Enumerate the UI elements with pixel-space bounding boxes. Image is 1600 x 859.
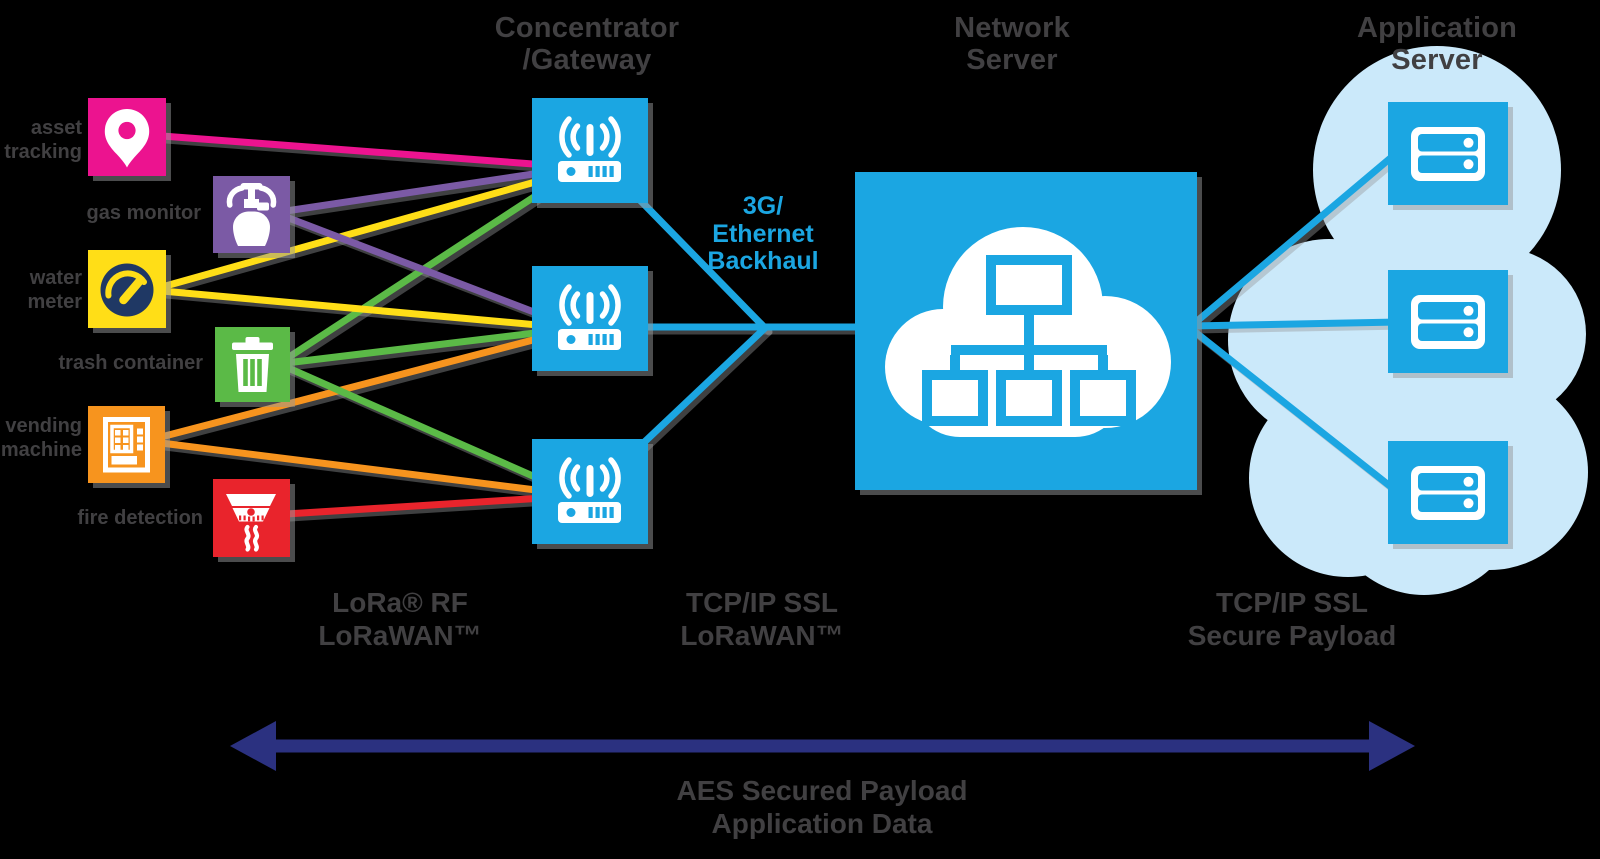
device-water-meter bbox=[88, 250, 166, 328]
backhaul-links bbox=[632, 192, 866, 454]
link-trash-container-gateway-2 bbox=[282, 326, 564, 367]
device-trash-container bbox=[215, 327, 290, 402]
device-asset-tracking bbox=[88, 98, 166, 176]
link-network-app-server-3 bbox=[1186, 324, 1404, 498]
fire-detection-label: fire detection bbox=[77, 507, 203, 529]
asset-tracking-label: asset tracking bbox=[4, 117, 82, 163]
gateway-title-line1: Concentrator bbox=[494, 12, 680, 44]
network-title-line2: Server bbox=[966, 44, 1058, 77]
secure-payload-links bbox=[1186, 146, 1404, 498]
device-fire-detection bbox=[213, 479, 290, 557]
arrow-right-head bbox=[1369, 721, 1415, 771]
application-server-column-title: Application Server bbox=[1287, 12, 1587, 77]
tcpip-lorawan-label: TCP/IP SSL LoRaWAN™ bbox=[680, 587, 844, 652]
app-server-3 bbox=[1388, 441, 1508, 544]
gateway-2 bbox=[532, 266, 648, 371]
lora-rf-label: LoRa® RF LoRaWAN™ bbox=[318, 587, 482, 652]
link-network-app-server-1 bbox=[1186, 146, 1404, 331]
gateway-3 bbox=[532, 439, 648, 544]
gateway-title-line2: /Gateway bbox=[522, 44, 652, 77]
application-title-line1: Application bbox=[1356, 12, 1518, 44]
wireless-router-icon bbox=[558, 116, 621, 182]
vending-machine-icon bbox=[103, 417, 150, 473]
link-fire-detection-gateway-3 bbox=[282, 493, 564, 518]
cloud-network-icon bbox=[885, 227, 1171, 437]
network-server-box bbox=[855, 172, 1197, 490]
location-pin-icon bbox=[104, 109, 150, 168]
network-server-column-title: Network Server bbox=[862, 12, 1162, 77]
wireless-router-icon bbox=[558, 457, 621, 523]
device-vending-machine bbox=[88, 406, 165, 483]
smoke-detector-icon bbox=[226, 494, 276, 552]
app-server-1 bbox=[1388, 102, 1508, 205]
link-gateway-3-junction bbox=[632, 324, 769, 454]
gateway-column-title: Concentrator /Gateway bbox=[437, 12, 737, 77]
aes-payload-arrow bbox=[230, 721, 1415, 771]
gauge-icon bbox=[100, 263, 154, 317]
arrow-left-head bbox=[230, 721, 276, 771]
application-title-line2: Server bbox=[1391, 44, 1483, 77]
wireless-router-icon bbox=[558, 284, 621, 350]
link-water-meter-gateway-1 bbox=[158, 171, 564, 291]
link-vending-machine-gateway-3 bbox=[157, 439, 564, 497]
link-gas-monitor-gateway-1 bbox=[282, 166, 564, 215]
server-rack-icon bbox=[1411, 466, 1485, 520]
vending-machine-label: vending machine bbox=[0, 415, 82, 461]
aes-payload-caption: AES Secured Payload Application Data bbox=[676, 775, 968, 840]
water-meter-label: water meter bbox=[27, 267, 82, 313]
app-server-2 bbox=[1388, 270, 1508, 373]
gas-tank-icon bbox=[226, 183, 277, 246]
trash-container-label: trash container bbox=[58, 352, 203, 374]
link-gas-monitor-gateway-2 bbox=[282, 213, 564, 326]
server-rack-icon bbox=[1411, 127, 1485, 181]
link-gateway-1-junction bbox=[632, 192, 769, 332]
tcpip-secure-payload-label: TCP/IP SSL Secure Payload bbox=[1187, 587, 1397, 652]
link-water-meter-gateway-2 bbox=[158, 287, 564, 331]
trash-can-icon bbox=[232, 337, 273, 392]
link-trash-container-gateway-3 bbox=[282, 363, 564, 492]
gas-monitor-label: gas monitor bbox=[86, 202, 201, 224]
link-vending-machine-gateway-2 bbox=[157, 329, 564, 441]
device-gas-monitor bbox=[213, 176, 290, 253]
link-network-app-server-2 bbox=[1186, 318, 1404, 330]
server-rack-icon bbox=[1411, 295, 1485, 349]
link-asset-tracking-gateway-1 bbox=[158, 132, 564, 170]
backhaul-label: 3G/ Ethernet Backhaul bbox=[707, 192, 819, 275]
lora-rf-links bbox=[157, 132, 564, 518]
gateway-1 bbox=[532, 98, 648, 203]
network-title-line1: Network bbox=[954, 12, 1070, 44]
